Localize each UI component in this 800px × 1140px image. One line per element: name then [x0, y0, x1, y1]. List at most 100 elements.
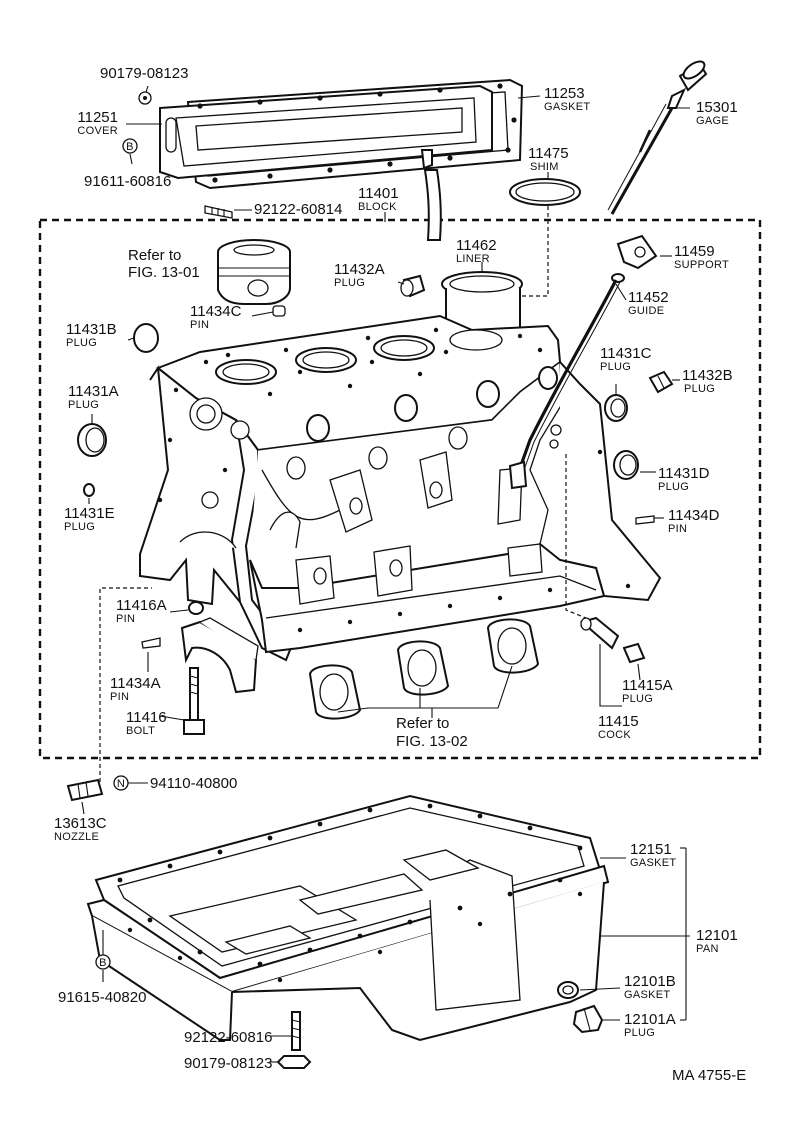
plug-11432b-icon — [648, 370, 674, 394]
block-assembly-boundary — [38, 212, 762, 760]
part-number-11416: 11416 — [126, 709, 167, 726]
part-number-12101a: 12101A — [624, 1011, 676, 1028]
leader-lines — [81, 85, 690, 1063]
part-number-11251: 11251 — [77, 109, 118, 126]
part-name-guide: GUIDE — [628, 305, 664, 317]
part-name-gage: GAGE — [696, 115, 729, 127]
washer-n-letter: N — [117, 778, 125, 790]
part-name-plug-11432b: PLUG — [684, 383, 715, 395]
side-cover-illustration — [138, 78, 524, 241]
part-number-11415: 11415 — [598, 713, 639, 730]
part-name-block: BLOCK — [358, 201, 397, 213]
part-name-plug-drain: PLUG — [624, 1027, 655, 1039]
pin-11434a-icon — [141, 637, 161, 649]
figure-references: Refer to FIG. 13-01 Refer to FIG. 13-02 — [128, 247, 468, 750]
part-labels: 90179-08123 11251 COVER 91611-60816 1125… — [54, 65, 738, 1072]
dipstick-guide-icon — [508, 273, 625, 490]
oil-level-gage-icon — [607, 60, 708, 215]
part-name-pin-11434c: PIN — [190, 319, 209, 331]
piston-reference-icon — [217, 239, 291, 305]
part-number-92122-60816: 92122-60816 — [184, 1029, 272, 1046]
oil-pan-illustration — [86, 794, 610, 1042]
part-number-11432b: 11432B — [682, 367, 733, 384]
washer-b-pan-icon: B — [95, 954, 111, 970]
part-name-gasket-drain: GASKET — [624, 989, 670, 1001]
part-name-cover: COVER — [77, 125, 118, 137]
oil-nozzle-icon — [66, 778, 104, 802]
refer-to-text-1301: Refer to — [128, 247, 181, 264]
part-number-13613c: 13613C — [54, 815, 107, 832]
part-number-11462: 11462 — [456, 237, 497, 254]
washer-b-icon: B — [122, 138, 138, 154]
part-number-11253: 11253 — [544, 85, 585, 102]
part-number-11452: 11452 — [628, 289, 669, 306]
cover-bolt-holes — [197, 83, 517, 183]
part-name-nozzle: NOZZLE — [54, 831, 99, 843]
drain-cock-icon — [579, 616, 620, 650]
pin-11416a-icon — [188, 601, 204, 615]
figure-ref-1302: FIG. 13-02 — [396, 733, 468, 750]
part-name-plug-11431b: PLUG — [66, 337, 97, 349]
part-name-cock: COCK — [598, 729, 631, 741]
support-bracket-icon — [616, 234, 658, 270]
part-name-shim: SHIM — [530, 161, 559, 173]
part-number-11475: 11475 — [528, 145, 569, 162]
part-name-bolt: BOLT — [126, 725, 155, 737]
part-number-90179-top: 90179-08123 — [100, 65, 188, 82]
part-number-11431d: 11431D — [658, 465, 710, 482]
washer-n-icon: N — [113, 775, 129, 791]
figure-ref-1301: FIG. 13-01 — [128, 264, 200, 281]
part-number-11416a: 11416A — [116, 597, 167, 614]
washer-b-pan-letter: B — [99, 957, 107, 969]
cup-plug-11431a-icon — [77, 423, 107, 457]
part-number-11431c: 11431C — [600, 345, 652, 362]
part-number-94110: 94110-40800 — [150, 775, 237, 792]
drain-gasket-icon — [557, 981, 579, 999]
part-name-plug-11431e: PLUG — [64, 521, 95, 533]
part-number-12101: 12101 — [696, 927, 738, 944]
stud-92122-60814-icon — [204, 205, 233, 219]
pan-stud-icon — [291, 1011, 301, 1051]
part-number-12151: 12151 — [630, 841, 672, 858]
part-name-plug-11431c: PLUG — [600, 361, 631, 373]
part-number-11434a: 11434A — [110, 675, 161, 692]
part-number-11415a: 11415A — [622, 677, 673, 694]
crank-bearings-reference-icon — [308, 618, 540, 720]
pin-11434c-icon — [272, 305, 286, 317]
part-name-plug-11415a: PLUG — [622, 693, 653, 705]
cup-plug-11431c-icon — [604, 394, 628, 422]
part-name-gasket-top: GASKET — [544, 101, 590, 113]
part-name-plug-11431a: PLUG — [68, 399, 99, 411]
drain-plug-icon — [572, 1004, 604, 1034]
refer-to-text-1302: Refer to — [396, 715, 449, 732]
part-number-90179-bottom: 90179-08123 — [184, 1055, 272, 1072]
cup-plug-11431b-icon — [133, 323, 159, 353]
cup-plug-11431d-icon — [613, 450, 639, 480]
plug-11415a-icon — [622, 642, 646, 664]
plug-11431e-icon — [83, 483, 95, 497]
part-name-pan: PAN — [696, 943, 719, 955]
part-number-11431e: 11431E — [64, 505, 115, 522]
part-name-pin-11434a: PIN — [110, 691, 129, 703]
part-number-11434c: 11434C — [190, 303, 242, 320]
part-number-92122-60814: 92122-60814 — [254, 201, 342, 218]
part-name-liner: LINER — [456, 253, 490, 265]
part-number-91615: 91615-40820 — [58, 989, 146, 1006]
bearing-cap-icon — [180, 617, 259, 694]
part-name-gasket-pan: GASKET — [630, 857, 676, 869]
pin-11434d-icon — [635, 515, 655, 525]
part-number-12101b: 12101B — [624, 973, 676, 990]
part-number-91611: 91611-60816 — [84, 173, 171, 190]
cap-bolt-icon — [183, 667, 205, 735]
washer-b-letter: B — [126, 141, 134, 153]
part-number-11459: 11459 — [674, 243, 715, 260]
part-name-pin-11434d: PIN — [668, 523, 687, 535]
part-name-plug-11432a: PLUG — [334, 277, 365, 289]
diagram-code: MA 4755-E — [672, 1067, 746, 1084]
pan-nut-icon — [276, 1055, 312, 1069]
part-number-11431a: 11431A — [68, 383, 119, 400]
part-number-11401: 11401 — [358, 185, 399, 202]
part-number-15301: 15301 — [696, 99, 738, 116]
part-name-plug-11431d: PLUG — [658, 481, 689, 493]
